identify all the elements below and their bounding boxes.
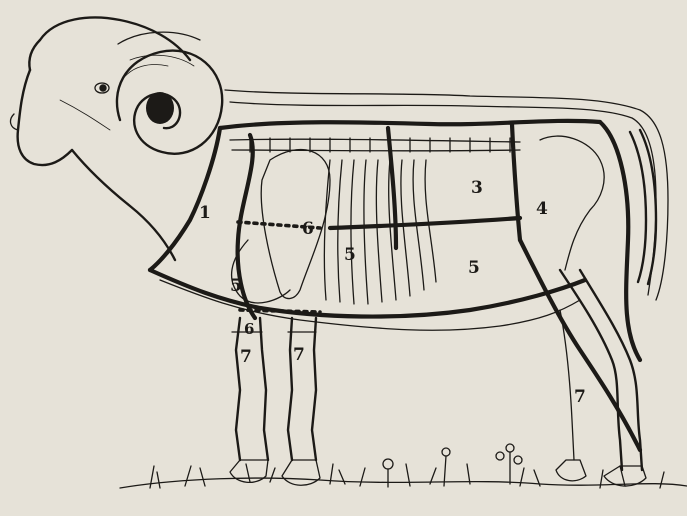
region-label-6-leg: 6 [244, 320, 254, 338]
region-label-3: 3 [471, 178, 483, 198]
region-label-5-ribs: 5 [344, 245, 356, 265]
region-label-5-belly: 5 [468, 258, 480, 278]
region-label-5-shoulder: 5 [230, 276, 242, 296]
region-label-6-chest: 6 [302, 219, 314, 239]
region-label-7-foreleg-right: 7 [293, 345, 305, 365]
region-label-1: 1 [199, 203, 211, 223]
region-label-4: 4 [536, 199, 548, 219]
region-label-7-hindleg: 7 [574, 387, 586, 407]
region-label-7-foreleg-left: 7 [240, 347, 252, 367]
